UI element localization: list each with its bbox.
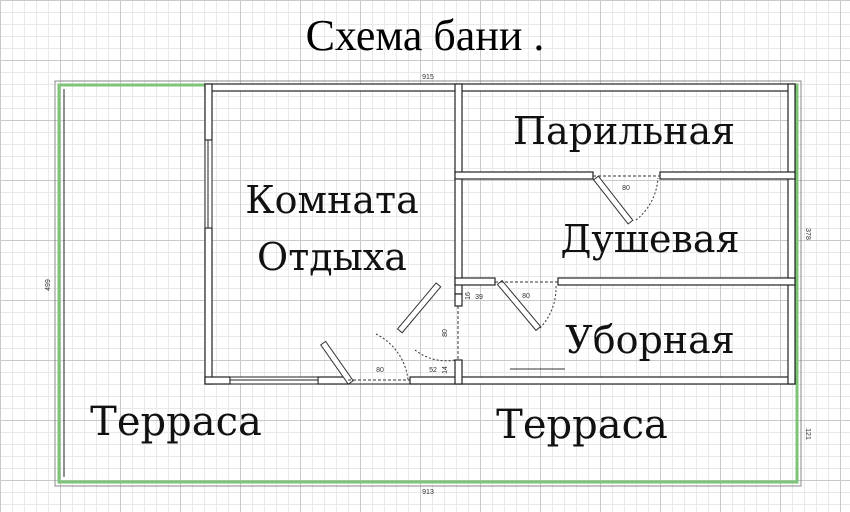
dim-door-main: 80 bbox=[376, 367, 384, 374]
dim-top-width: 915 bbox=[422, 74, 434, 81]
room-label-terrasa-left: Терраса bbox=[90, 399, 262, 445]
door-main-leaf bbox=[320, 340, 354, 385]
wall-parilnaya-bottom-left bbox=[454, 171, 594, 180]
dim-bottom-width: 913 bbox=[422, 489, 434, 496]
wall-komnata-left-lower bbox=[204, 227, 213, 385]
wall-bottom-left bbox=[204, 376, 231, 385]
door-main bbox=[320, 333, 410, 385]
dim-door-tambur: 80 bbox=[442, 329, 449, 337]
wall-komnata-left-upper bbox=[204, 83, 213, 141]
wall-top bbox=[204, 83, 796, 92]
room-label-terrasa-right: Терраса bbox=[496, 402, 668, 448]
door-tambur-arc bbox=[414, 349, 456, 362]
door-ubornaya-arc bbox=[539, 285, 557, 329]
page-title: Схема бани . bbox=[305, 11, 545, 60]
door-parilnaya-arc bbox=[635, 177, 659, 221]
wall-dushevaya-bottom-left bbox=[454, 277, 496, 286]
room-label-komnata-line2: Отдыха bbox=[257, 235, 407, 279]
room-label-komnata-line1: Комната bbox=[245, 178, 419, 222]
wall-dushevaya-bottom-right bbox=[557, 277, 796, 286]
wall-partition-lower bbox=[454, 359, 463, 385]
wall-tambur bbox=[454, 293, 463, 307]
room-label-dushevaya: Душевая bbox=[560, 217, 739, 261]
window-bottom bbox=[229, 376, 319, 385]
door-parilnaya-leaf bbox=[592, 175, 634, 225]
dim-small-14: 14 bbox=[442, 366, 449, 374]
wall-partition-upper bbox=[454, 83, 463, 295]
wall-bottom-right bbox=[409, 376, 796, 385]
dim-left-height: 499 bbox=[45, 279, 52, 291]
dim-small-16: 16 bbox=[465, 292, 472, 300]
door-ubornaya-leaf bbox=[496, 279, 542, 332]
door-parilnaya bbox=[592, 175, 660, 225]
dim-door-dushevaya: 80 bbox=[522, 293, 530, 300]
wall-parilnaya-bottom-right bbox=[659, 171, 796, 180]
dim-right-lower: 121 bbox=[804, 428, 811, 440]
door-main-arc bbox=[375, 333, 409, 381]
dim-small-52: 52 bbox=[429, 367, 437, 374]
room-label-parilnaya: Парильная bbox=[513, 109, 735, 153]
wall-right bbox=[787, 83, 796, 385]
dim-right-upper: 378 bbox=[804, 228, 811, 240]
room-label-ubornaya: Уборная bbox=[565, 318, 735, 362]
door-ubornaya bbox=[495, 279, 558, 332]
dim-door-parilnaya: 80 bbox=[622, 185, 630, 192]
door-tambur bbox=[396, 282, 459, 362]
dim-small-39: 39 bbox=[475, 294, 483, 301]
building-outer-line bbox=[54, 80, 802, 487]
door-tambur-leaf bbox=[396, 282, 442, 334]
window-komnata bbox=[204, 139, 213, 229]
